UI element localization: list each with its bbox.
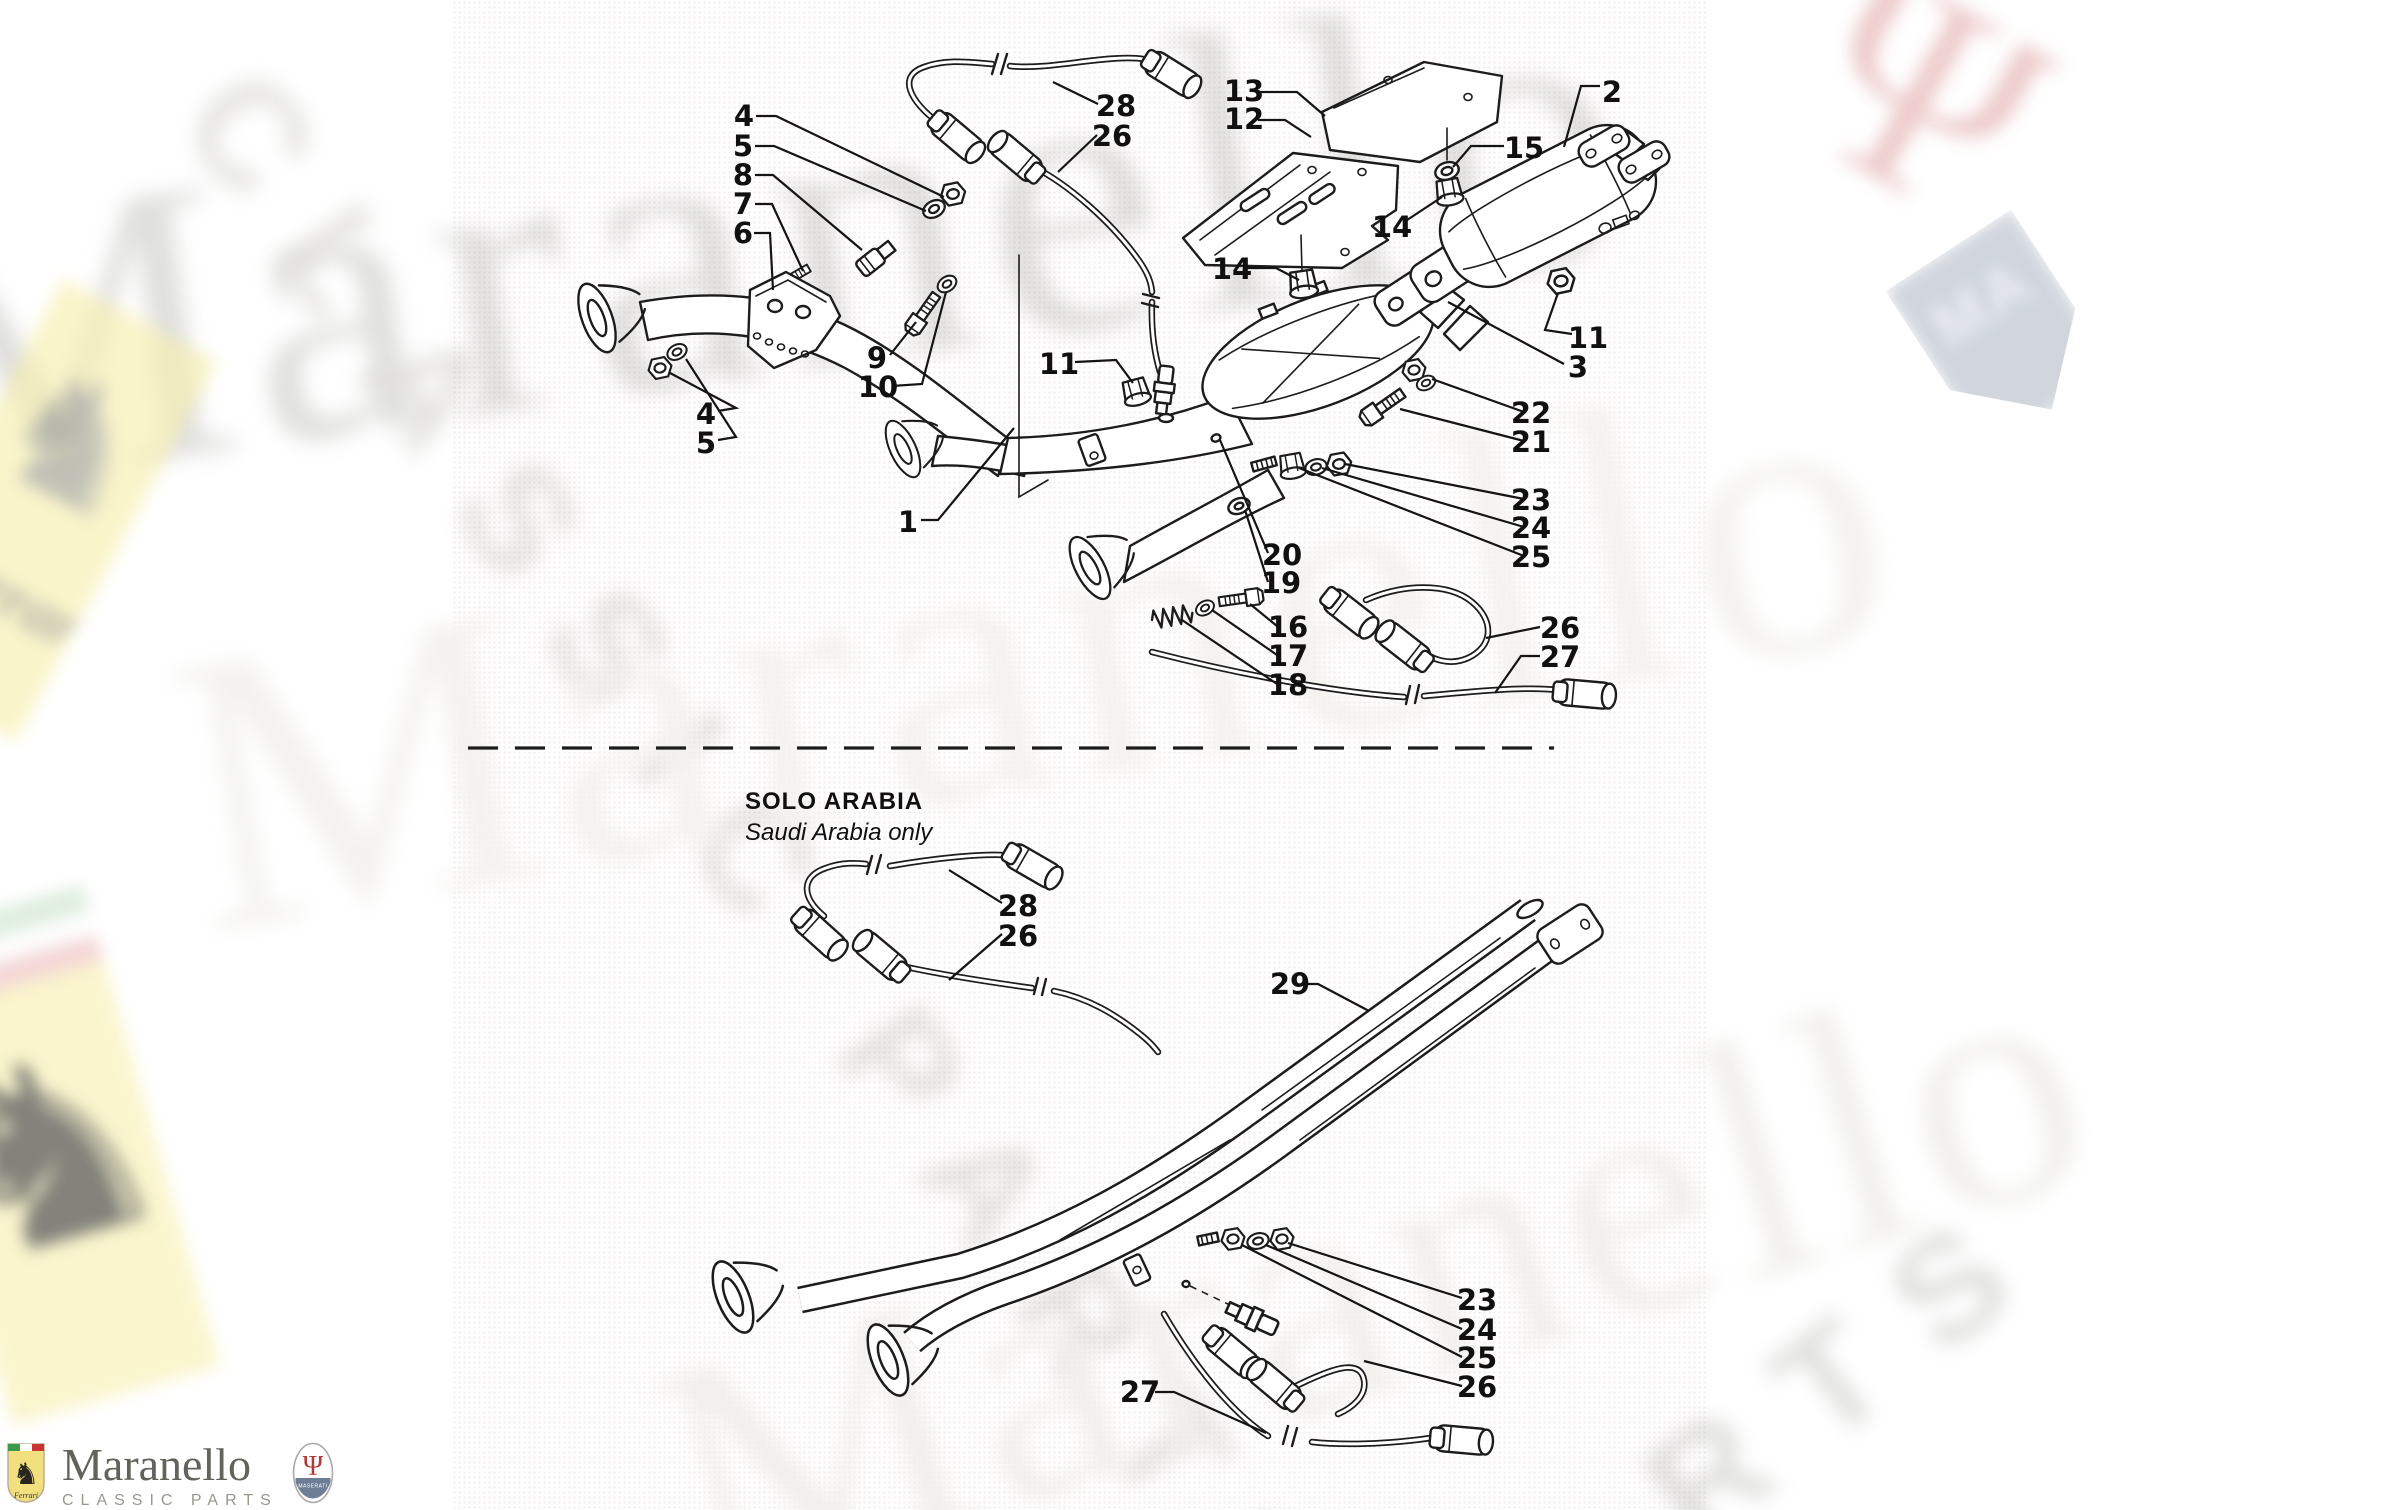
bracket-6 — [746, 270, 842, 370]
sensor-cable-27 — [1148, 648, 1619, 711]
match-line — [1018, 254, 1049, 499]
stud-8 — [855, 239, 897, 277]
oxygen-sensor-upper — [1028, 162, 1179, 424]
callout-4[interactable]: 4 — [733, 99, 755, 133]
callout-24[interactable]: 24 — [1456, 1313, 1498, 1347]
grommet-19 — [1227, 496, 1251, 516]
callout-9[interactable]: 9 — [866, 341, 888, 375]
callout-18[interactable]: 18 — [1267, 668, 1309, 702]
leader-lines — [669, 81, 1600, 1435]
svg-text:Ψ: Ψ — [302, 1451, 323, 1482]
callout-12[interactable]: 12 — [1223, 102, 1265, 136]
callout-25[interactable]: 25 — [1510, 540, 1552, 574]
saudi-note: SOLO ARABIA Saudi Arabia only — [745, 788, 932, 847]
callout-6[interactable]: 6 — [732, 216, 754, 250]
svg-text:♞: ♞ — [13, 1457, 40, 1492]
callout-19[interactable]: 19 — [1260, 566, 1302, 600]
callout-14[interactable]: 14 — [1211, 252, 1253, 286]
callout-17[interactable]: 17 — [1267, 639, 1309, 673]
ferrari-shield-logo[interactable]: ♞ Ferrari — [6, 1442, 46, 1504]
brand-subtitle: CLASSIC PARTS — [62, 1492, 278, 1509]
callout-23[interactable]: 23 — [1510, 483, 1552, 517]
callout-8[interactable]: 8 — [732, 158, 754, 192]
callout-10[interactable]: 10 — [857, 370, 899, 404]
callout-13[interactable]: 13 — [1223, 74, 1265, 108]
stud-25 — [1250, 455, 1278, 473]
callout-25[interactable]: 25 — [1456, 1341, 1498, 1375]
callout-16[interactable]: 16 — [1267, 610, 1309, 644]
casting-marks — [1598, 210, 1641, 235]
callout-26[interactable]: 26 — [1539, 611, 1581, 645]
brand-name[interactable]: Maranello — [62, 1439, 252, 1490]
callout-5[interactable]: 5 — [732, 129, 754, 163]
callout-11[interactable]: 11 — [1567, 321, 1609, 355]
callout-5[interactable]: 5 — [695, 426, 717, 460]
callout-1[interactable]: 1 — [897, 505, 919, 539]
callout-14[interactable]: 14 — [1371, 210, 1413, 244]
bypass-pipes-29 — [702, 898, 1604, 1403]
callout-26[interactable]: 26 — [1456, 1370, 1498, 1404]
saudi-sensor-cable-28 — [786, 837, 1068, 966]
callout-24[interactable]: 24 — [1510, 511, 1552, 545]
callout-15[interactable]: 15 — [1503, 131, 1545, 165]
callout-27[interactable]: 27 — [1539, 640, 1581, 674]
catalytic-converter — [1438, 123, 1671, 289]
stud-25b — [1196, 1231, 1220, 1247]
callout-23[interactable]: 23 — [1456, 1283, 1498, 1317]
callout-20[interactable]: 20 — [1261, 538, 1303, 572]
callout-26[interactable]: 26 — [1091, 119, 1133, 153]
heat-shield-lower — [1181, 151, 1400, 273]
heat-shield-upper — [1320, 60, 1504, 164]
saudi-note-title: SOLO ARABIA — [745, 788, 924, 815]
svg-text:Ferrari: Ferrari — [13, 1491, 38, 1500]
saudi-oxygen-sensor — [1160, 1279, 1496, 1457]
callout-7[interactable]: 7 — [732, 187, 754, 221]
callout-22[interactable]: 22 — [1510, 396, 1552, 430]
callout-3[interactable]: 3 — [1567, 350, 1589, 384]
callout-28[interactable]: 28 — [1095, 89, 1137, 123]
saudi-note-subtitle: Saudi Arabia only — [745, 819, 933, 846]
sensor-cable-28 — [905, 44, 1207, 169]
callout-26[interactable]: 26 — [997, 919, 1039, 953]
maserati-oval-logo[interactable]: MASERATI Ψ — [292, 1442, 334, 1504]
sensor-cable-26-right — [1315, 581, 1492, 678]
callout-2[interactable]: 2 — [1601, 75, 1623, 109]
callout-28[interactable]: 28 — [997, 889, 1039, 923]
hole-20 — [1210, 433, 1222, 443]
callout-27[interactable]: 27 — [1119, 1375, 1161, 1409]
callout-21[interactable]: 21 — [1510, 425, 1552, 459]
callout-29[interactable]: 29 — [1269, 967, 1311, 1001]
saudi-sensor-cable-26 — [847, 924, 1162, 1056]
svg-text:MASERATI: MASERATI — [298, 1484, 327, 1490]
callout-4[interactable]: 4 — [695, 397, 717, 431]
brand-bar: ♞ Ferrari Maranello CLASSIC PARTS MASERA… — [6, 1442, 334, 1510]
callout-11[interactable]: 11 — [1038, 347, 1080, 381]
